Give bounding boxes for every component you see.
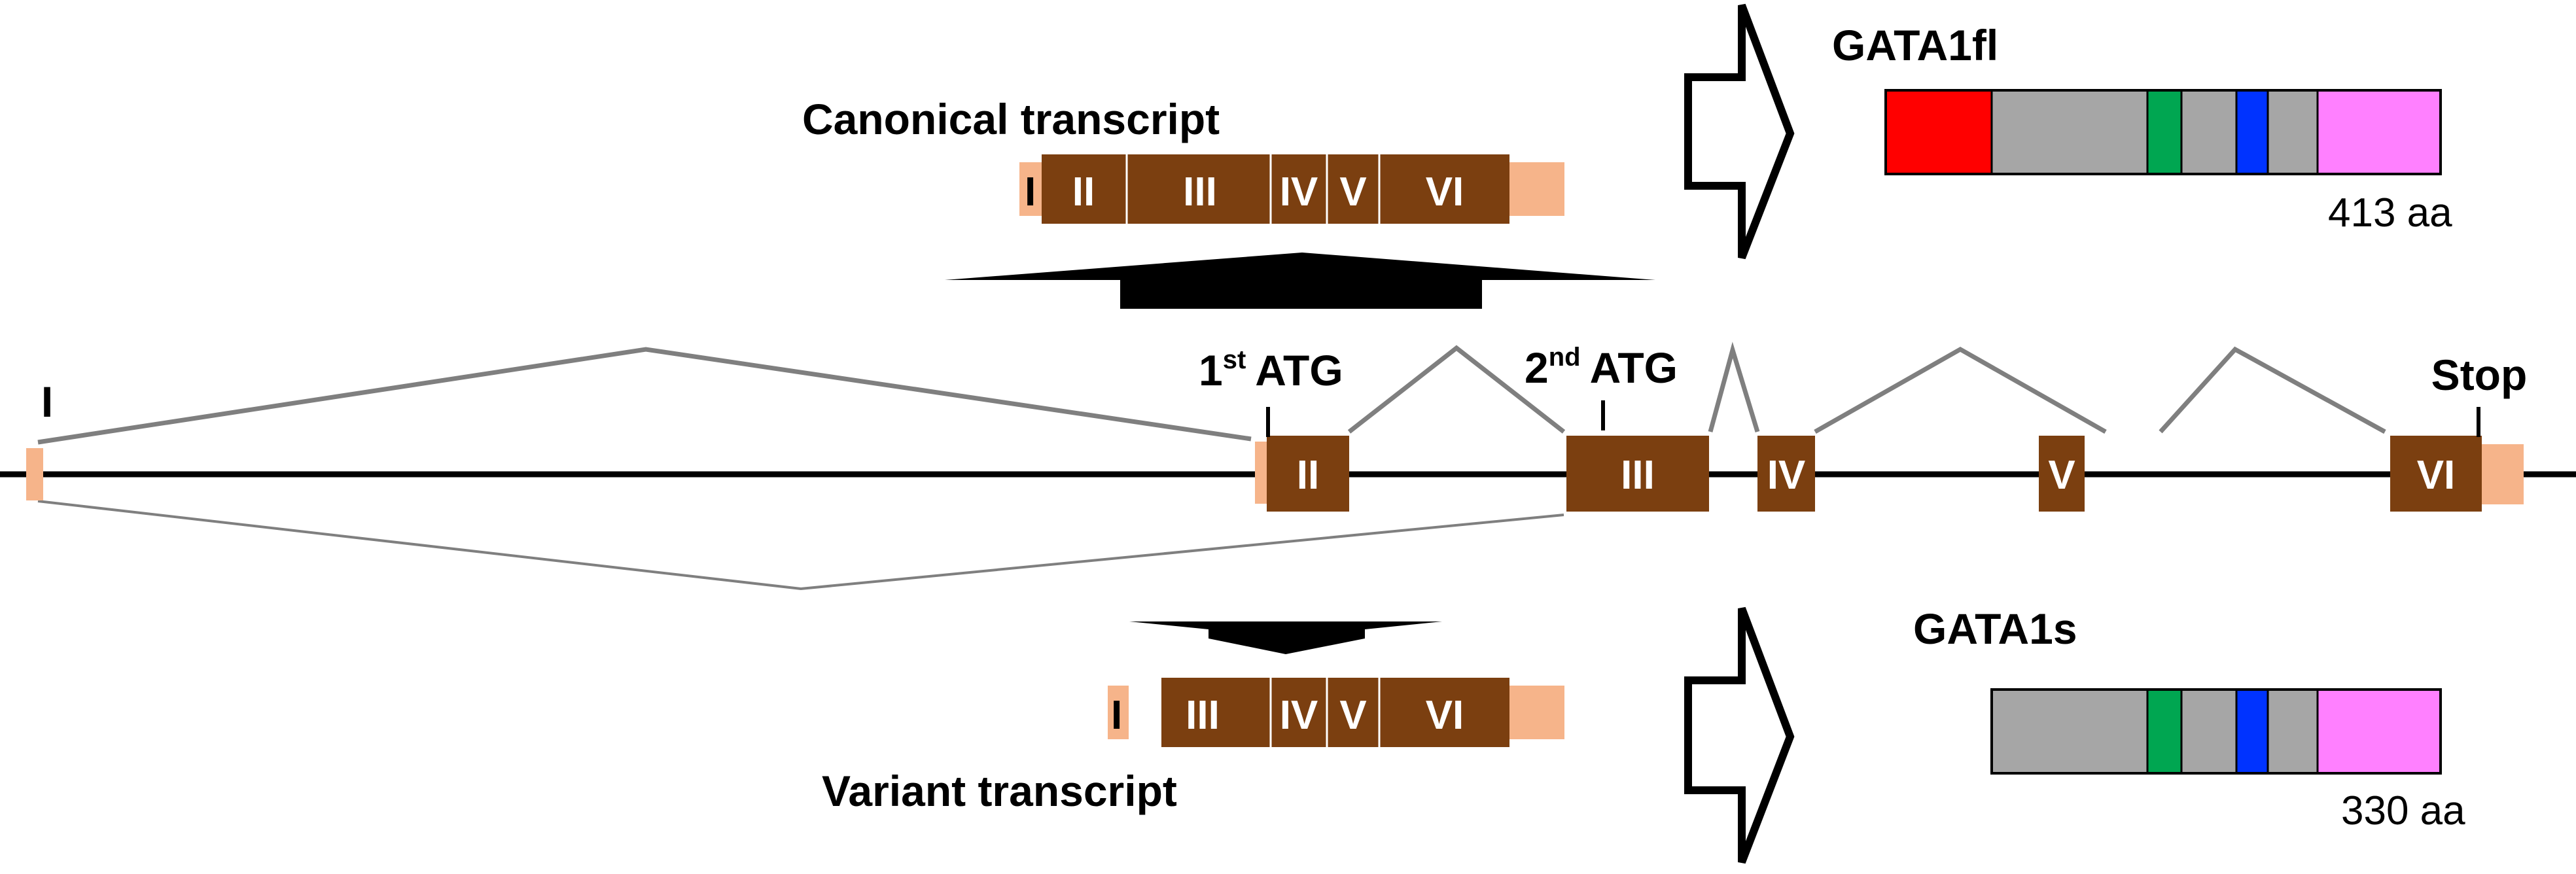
gata1fl-length: 413 aa: [2328, 190, 2452, 236]
protein-domain-pink: [2318, 90, 2441, 174]
gene-exon-III: [1566, 436, 1709, 512]
gene-exon-II-utr: [1255, 442, 1267, 504]
protein-outline: [1990, 688, 2442, 775]
variant-utr-3: [1509, 686, 1564, 739]
variant-exon-III: III: [1186, 693, 1220, 738]
protein-outline: [1884, 89, 2442, 175]
protein-domain-blue: [2236, 690, 2268, 773]
protein-domain-green: [2147, 90, 2181, 174]
gene-exon-II: [1267, 436, 1349, 512]
protein-domain-gray: [1992, 90, 2147, 174]
splice-line-IV-V: [1814, 346, 2107, 434]
canonical-transcript: I II III IV V VI: [1019, 154, 1564, 224]
canonical-exon-II: II: [1072, 169, 1095, 215]
splice-line-I-II: [37, 347, 1252, 445]
canonical-exon-block: [1042, 154, 1509, 224]
splice-line-III-IV: [1708, 341, 1760, 433]
gata1fl-protein: [1884, 89, 2442, 175]
canonical-exon-IV: IV: [1280, 169, 1318, 215]
translation-arrow-top: [1684, 3, 1795, 260]
canonical-splice-wedge: [945, 253, 1655, 309]
gata1s-length: 330 aa: [2341, 788, 2465, 833]
gene-exon-I-label: I: [41, 377, 53, 426]
canonical-transcript-label: Canonical transcript: [802, 95, 1220, 143]
gene-exon-IV: [1757, 436, 1815, 512]
canonical-exon-V: V: [1339, 169, 1366, 215]
variant-exon-IV: IV: [1280, 693, 1318, 738]
gata1fl-label: GATA1fl: [1832, 21, 1998, 69]
protein-domain-red: [1886, 90, 1992, 174]
protein-domain-gray: [2181, 90, 2236, 174]
protein-domain-green: [2147, 690, 2181, 773]
gene-exon-IV-label: IV: [1767, 453, 1806, 498]
gata1s-label: GATA1s: [1913, 604, 2077, 653]
translation-arrow-bottom: [1684, 606, 1795, 864]
protein-domain-gray: [1992, 690, 2147, 773]
protein-domain-gray: [2268, 690, 2318, 773]
gene-exon-V: [2039, 436, 2085, 512]
variant-transcript: I III IV V VI: [1108, 678, 1564, 747]
canonical-utr-5: [1019, 162, 1042, 216]
gene-exon-VI-label: VI: [2417, 453, 2456, 498]
canonical-exon-VI: VI: [1426, 169, 1464, 215]
gene-exon-VI-utr: [2482, 444, 2524, 504]
variant-utr-5: [1108, 686, 1129, 739]
canonical-exon-III: III: [1183, 169, 1217, 215]
gene-exon-III-label: III: [1621, 453, 1655, 498]
splice-line-II-III: [1347, 345, 1566, 434]
stop-label: Stop: [2431, 351, 2528, 399]
protein-domain-blue: [2236, 90, 2268, 174]
canonical-exon-I: I: [1025, 169, 1036, 215]
protein-domain-gray: [2181, 690, 2236, 773]
variant-exon-VI: VI: [1426, 693, 1464, 738]
variant-exon-block: [1161, 678, 1509, 747]
splice-line-I-III-variant: [37, 500, 1564, 591]
gene-exon-I: [26, 448, 43, 500]
gene-exon-V-label: V: [2048, 453, 2075, 498]
splice-line-V-VI: [2159, 346, 2386, 434]
gene-exon-VI: [2390, 436, 2482, 512]
gata1s-protein: [1990, 688, 2442, 775]
variant-exon-V: V: [1339, 693, 1366, 738]
gene-exon-II-label: II: [1297, 453, 1319, 498]
canonical-utr-3: [1509, 162, 1564, 216]
protein-domain-pink: [2318, 690, 2441, 773]
variant-exon-I: I: [1111, 693, 1122, 738]
variant-transcript-label: Variant transcript: [822, 767, 1177, 815]
protein-domain-gray: [2268, 90, 2318, 174]
variant-splice-wedge: [1129, 621, 1442, 654]
